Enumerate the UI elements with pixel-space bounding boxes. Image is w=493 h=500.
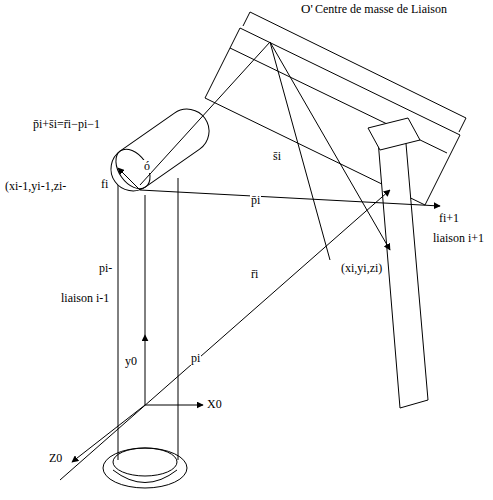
base-ring (103, 448, 187, 488)
vector-p (140, 190, 440, 206)
figure-label: pi- (98, 262, 113, 275)
axis-z (72, 405, 145, 462)
vector-s (270, 42, 390, 250)
figure-label: r̄i (250, 268, 259, 281)
figure-label: (xi,yi,zi) (340, 262, 383, 275)
link-next-head (368, 118, 420, 150)
base-ring (113, 470, 177, 483)
link-next (378, 132, 428, 408)
figure-label: liaison i-1 (60, 292, 110, 305)
figure-label: fi+1 (438, 212, 460, 225)
axis-x (145, 405, 203, 406)
vector-line (270, 42, 330, 260)
figure-label: Z0 (48, 452, 63, 465)
dimension-line (243, 12, 466, 132)
link-column (118, 178, 178, 460)
figure-label: fi (100, 178, 109, 191)
figure-label: (xi-1,yi-1,zi- (4, 180, 67, 193)
figure-label: s̄i (272, 150, 282, 163)
figure-label: p̄i+s̄i=r̄i−pi−1 (32, 118, 101, 131)
base-ring (113, 448, 177, 476)
figure-label: Centre de masse de Liaison (314, 3, 448, 16)
link-body (205, 28, 460, 205)
vector-r (60, 190, 390, 480)
figure-label: p̄i (250, 194, 261, 207)
joint-cylinder (102, 100, 217, 199)
figure-label: X0 (206, 398, 223, 411)
vector-line (140, 42, 270, 185)
figure-label: O' (300, 2, 314, 16)
figure-label: liaison i+1 (432, 232, 485, 245)
figure-label: ó (143, 160, 151, 173)
figure-label: y0 (124, 355, 138, 368)
force-f (118, 168, 140, 190)
vector-line (145, 195, 146, 335)
axis-y (145, 335, 146, 405)
figure-label: pi (190, 352, 201, 365)
link-edge (230, 48, 447, 153)
